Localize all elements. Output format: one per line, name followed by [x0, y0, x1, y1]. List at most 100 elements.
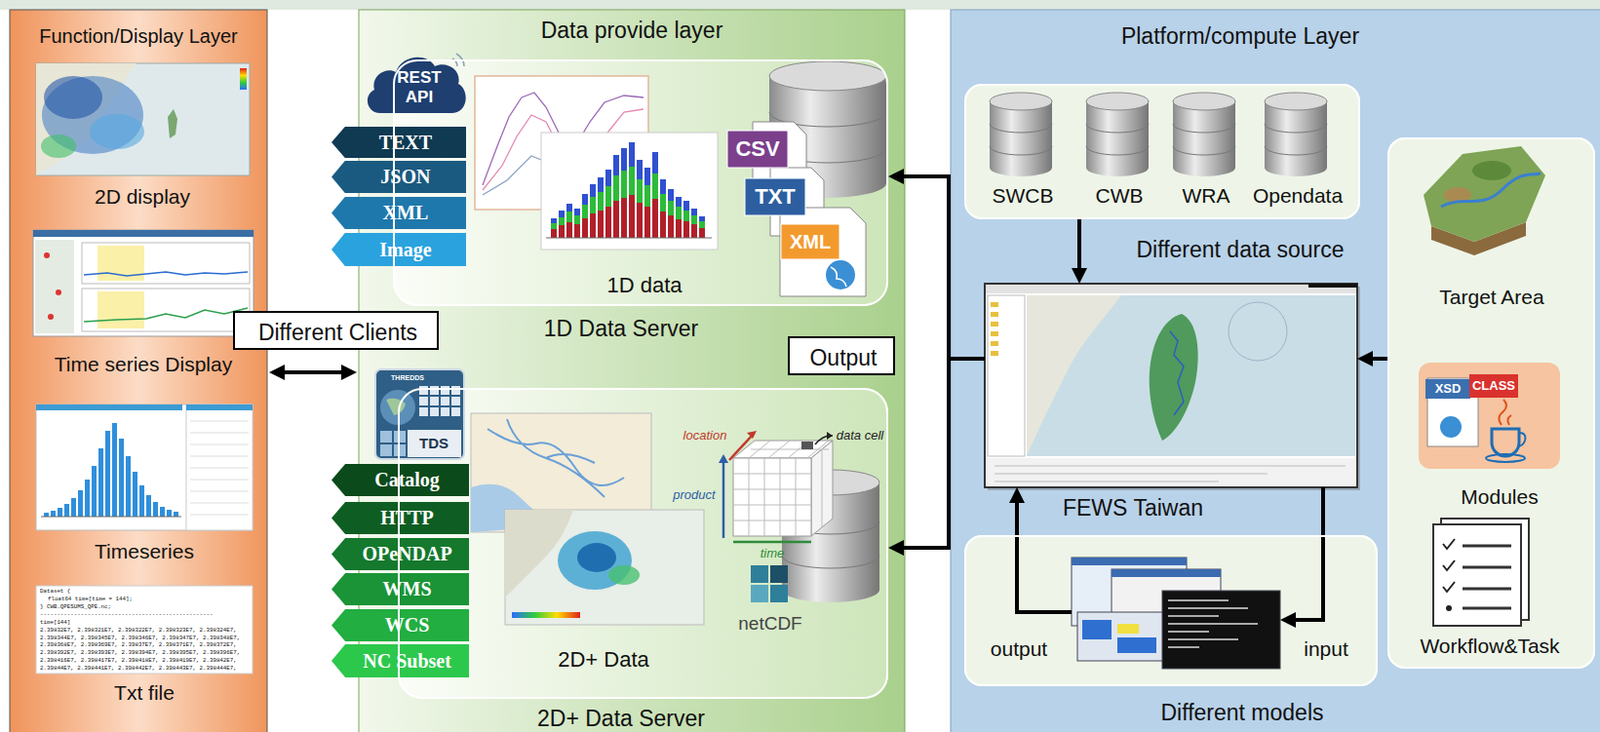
- tag-label: XML: [383, 201, 430, 224]
- text-slot: data cell: [836, 429, 884, 444]
- file-content-line: } CWB.QPESUMS_QPE.nc;: [39, 603, 112, 611]
- text-slot: Image: [379, 238, 431, 262]
- config-label: Target Area: [1439, 285, 1544, 309]
- format-label: netCDF: [738, 613, 802, 634]
- file-content-line: Dataset {: [39, 587, 71, 595]
- icon-label: XSD: [1435, 381, 1462, 396]
- text-slot: ----------------------------------------…: [39, 612, 213, 620]
- file-content-line: 2.39832E7, 2.398321E7, 2.398322E7, 2.398…: [39, 626, 237, 634]
- file-type-label: XML: [789, 231, 831, 253]
- file-content-line: ----------------------------------------…: [39, 611, 213, 619]
- tag-label: WMS: [383, 578, 432, 600]
- arrow-head: [888, 168, 904, 185]
- tag-label: WCS: [385, 614, 430, 636]
- text-slot: CSV: [735, 136, 780, 161]
- connector-arrow: [269, 364, 357, 381]
- arrow-head: [1357, 351, 1373, 367]
- screenshot-caption: FEWS Taiwan: [1062, 495, 1204, 521]
- map-thumbnails: [470, 413, 704, 625]
- connector-arrow: [1071, 219, 1088, 284]
- models-label: Different models: [1160, 700, 1324, 726]
- file-content-line: 2.398392E7, 2.398393E7, 2.398394E7, 2.39…: [39, 649, 240, 657]
- text-slot: CLASS: [1472, 379, 1516, 394]
- format-tag: JSON: [331, 160, 467, 194]
- arrow-head: [888, 540, 904, 556]
- thumbnail-caption: Timeseries: [94, 540, 195, 563]
- tag-label: JSON: [380, 165, 430, 188]
- connector-line: [901, 176, 985, 359]
- models-box: Different models: [964, 535, 1378, 687]
- text-slot: 2.398368E7, 2.398369E7, 2.39837E7, 2.398…: [39, 642, 237, 650]
- config-label: Workflow&Task: [1419, 634, 1560, 658]
- format-tag: NC Subset: [331, 644, 469, 678]
- api-label: REST API: [396, 68, 441, 107]
- text-slot: 2D display: [94, 185, 191, 209]
- tag-outline: [331, 464, 469, 497]
- text-slot: Dataset {: [39, 588, 71, 596]
- server-label: 2D+ Data Server: [537, 705, 705, 732]
- server-label: 1D data: [606, 273, 682, 298]
- icon-label: CLASS: [1472, 378, 1516, 393]
- text-slot: Txt file: [114, 681, 175, 705]
- arrow-head: [1071, 268, 1088, 284]
- tag-label: TEXT: [379, 131, 432, 154]
- format-tag: WCS: [331, 609, 469, 642]
- text-slot: Timeseries: [94, 540, 195, 564]
- text-slot: netCDF: [738, 613, 802, 635]
- layer-title: Platform/compute Layer: [1121, 23, 1360, 49]
- callout-box: Output: [787, 336, 896, 376]
- text-slot: float64 time[time = 144];: [47, 596, 133, 604]
- text-slot: 2.39844E7, 2.398441E7, 2.398442E7, 2.398…: [39, 665, 237, 673]
- text-slot: Different Clients: [258, 319, 418, 346]
- tag-outline: [331, 126, 467, 158]
- text-slot: WCS: [385, 614, 430, 637]
- arrow-head: [1009, 487, 1025, 504]
- format-tag: OPeNDAP: [331, 538, 469, 571]
- source-label: WRA: [1182, 184, 1231, 207]
- file-icons: [727, 121, 866, 297]
- format-tag: Image: [331, 233, 467, 267]
- text-slot: WMS: [383, 578, 432, 601]
- server-box: 1D data1D Data Server: [392, 59, 889, 307]
- connector-line: [1370, 356, 1388, 361]
- text-slot: 2D+ Data: [557, 647, 650, 672]
- text-slot: NC Subset: [362, 650, 452, 673]
- netcdf-cube: [718, 430, 880, 603]
- text-slot: REST API: [389, 68, 450, 107]
- file-content-line: 2.398344E7, 2.398345E7, 2.398346E7, 2.39…: [39, 634, 240, 642]
- client-thumbnail: Timeseries: [36, 404, 253, 566]
- callout-label: Different Clients: [258, 319, 418, 346]
- text-slot: TXT: [754, 184, 796, 209]
- tag-outline: [331, 538, 469, 571]
- text-slot: 2.39832E7, 2.398321E7, 2.398322E7, 2.398…: [39, 627, 237, 635]
- text-slot: 2.398344E7, 2.398345E7, 2.398346E7, 2.39…: [39, 635, 240, 643]
- tag-outline: [331, 573, 469, 606]
- modules-icon: [1418, 362, 1561, 469]
- file-content-line: 2.398368E7, 2.398369E7, 2.39837E7, 2.398…: [39, 641, 237, 649]
- text-slot: Different models: [1160, 700, 1324, 726]
- text-slot: WRA: [1182, 184, 1231, 208]
- connector-line: [282, 370, 344, 375]
- text-slot: Different data source: [1135, 236, 1344, 263]
- tag-outline: [331, 160, 467, 194]
- arrow-head: [269, 364, 285, 381]
- timeseries-screenshot: [33, 230, 254, 337]
- arrow-head: [1280, 612, 1296, 628]
- text-slot: output: [990, 637, 1048, 662]
- connector-line: [1077, 219, 1082, 271]
- file-type-label: CSV: [735, 136, 780, 161]
- text-slot: THREDDS: [390, 374, 425, 383]
- tag-label: HTTP: [380, 507, 433, 529]
- source-label: SWCB: [992, 184, 1054, 207]
- bar-chart-thumbnail: [36, 404, 253, 531]
- text-slot: 2.398416E7, 2.398417E7, 2.398418E7, 2.39…: [39, 658, 237, 665]
- config-label: Modules: [1460, 485, 1538, 508]
- axis-label: time: [760, 546, 785, 561]
- axis-label: location: [683, 428, 728, 443]
- connector-arrow: [1357, 351, 1388, 367]
- tag-label: Image: [379, 238, 431, 261]
- client-thumbnail: 2D display: [36, 63, 250, 210]
- thumbnail-caption: 2D display: [94, 185, 191, 208]
- cloud-outline: [367, 57, 467, 114]
